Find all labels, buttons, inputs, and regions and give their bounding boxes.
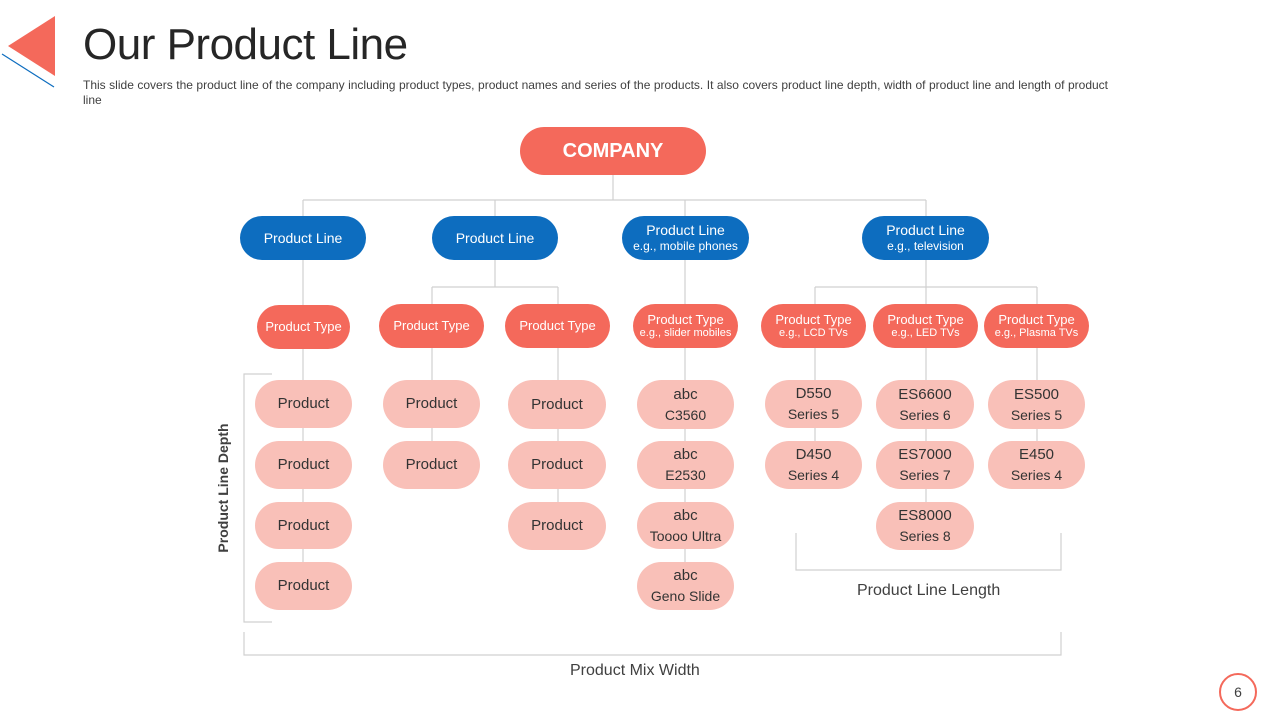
company-node: COMPANY — [520, 127, 706, 175]
product-node: Product — [508, 380, 606, 429]
product-line-example: e.g., television — [887, 239, 964, 254]
product-label: abc — [673, 446, 698, 464]
product-type-example: e.g., Plasma TVs — [994, 327, 1079, 340]
product-line-label: Product Line — [455, 229, 535, 246]
product-model: E2530 — [665, 467, 706, 484]
product-node: abc E2530 — [637, 441, 734, 489]
product-node: abc C3560 — [637, 380, 734, 429]
product-label: ES500 — [1013, 385, 1060, 403]
product-label: Product — [277, 395, 330, 412]
corner-arrow-decoration — [1, 16, 55, 88]
product-node: abc Geno Slide — [637, 562, 734, 610]
product-label: Product — [277, 577, 330, 594]
product-label: E450 — [1018, 446, 1055, 464]
product-node: ES500 Series 5 — [988, 380, 1085, 429]
product-label: abc — [673, 385, 698, 403]
product-type-label: Product Type — [998, 311, 1075, 327]
product-label: ES7000 — [898, 446, 952, 464]
product-series: Series 5 — [1010, 406, 1063, 423]
product-label: Product — [531, 517, 583, 534]
product-type-label: Product Type — [519, 318, 596, 334]
page-number-badge: 6 — [1219, 673, 1257, 711]
product-label: ES6600 — [898, 385, 952, 403]
product-label: Product — [277, 516, 330, 534]
product-line-label: Product Line — [263, 229, 343, 246]
product-type-label: Product Type — [647, 311, 724, 327]
product-line-example: e.g., mobile phones — [633, 239, 738, 254]
product-type-label: Product Type — [775, 311, 852, 327]
product-type-example: e.g., LCD TVs — [779, 327, 848, 340]
product-node: Product — [255, 562, 352, 610]
product-node: D550 Series 5 — [765, 380, 862, 428]
page-number: 6 — [1234, 684, 1242, 700]
product-label: Product — [531, 456, 583, 473]
product-node: Product — [255, 380, 352, 428]
product-line-label: Product Line — [886, 222, 965, 239]
product-label: Product — [531, 395, 583, 413]
product-node: E450 Series 4 — [988, 441, 1085, 489]
product-type-node-2: Product Type — [379, 304, 484, 348]
depth-label: Product Line Depth — [215, 423, 231, 553]
product-line-label: Product Line — [646, 222, 725, 239]
product-type-node-4: Product Type e.g., slider mobiles — [633, 304, 738, 348]
product-type-label: Product Type — [393, 318, 470, 334]
product-label: Product — [405, 456, 458, 473]
width-label: Product Mix Width — [570, 662, 700, 679]
product-type-node-1: Product Type — [257, 305, 350, 349]
product-series: Series 6 — [899, 406, 951, 423]
product-node: ES8000 Series 8 — [876, 502, 974, 550]
product-label: ES8000 — [898, 507, 952, 525]
product-node: abc Toooo Ultra — [637, 502, 734, 549]
product-label: D450 — [795, 446, 832, 464]
product-type-example: e.g., LED TVs — [891, 327, 960, 340]
product-model: Toooo Ultra — [649, 527, 722, 544]
product-label: D550 — [795, 385, 832, 403]
product-type-node-6: Product Type e.g., LED TVs — [873, 304, 978, 348]
product-label: abc — [673, 567, 698, 585]
product-type-node-5: Product Type e.g., LCD TVs — [761, 304, 866, 348]
product-type-label: Product Type — [887, 311, 964, 327]
length-label: Product Line Length — [857, 582, 1001, 599]
product-node: Product — [383, 441, 480, 489]
product-series: Series 8 — [899, 528, 951, 545]
product-node: ES6600 Series 6 — [876, 380, 974, 429]
product-node: Product — [255, 441, 352, 489]
product-node: Product — [508, 441, 606, 489]
product-label: Product — [277, 456, 330, 473]
product-type-example: e.g., slider mobiles — [639, 327, 732, 340]
product-line-node-4: Product Line e.g., television — [862, 216, 989, 260]
slide-description: This slide covers the product line of th… — [83, 78, 1108, 107]
product-node: Product — [255, 502, 352, 549]
product-series: Series 7 — [899, 467, 951, 484]
product-series: Series 4 — [787, 467, 840, 484]
product-type-node-7: Product Type e.g., Plasma TVs — [984, 304, 1089, 348]
product-line-node-2: Product Line — [432, 216, 558, 260]
product-node: Product — [508, 502, 606, 550]
company-label: COMPANY — [562, 140, 664, 162]
product-node: Product — [383, 380, 480, 428]
page-title: Our Product Line — [83, 20, 408, 69]
product-series: Series 5 — [787, 406, 840, 423]
product-node: ES7000 Series 7 — [876, 441, 974, 489]
product-type-node-3: Product Type — [505, 304, 610, 348]
product-model: C3560 — [664, 406, 707, 423]
product-label: abc — [673, 506, 698, 524]
product-line-node-3: Product Line e.g., mobile phones — [622, 216, 749, 260]
product-node: D450 Series 4 — [765, 441, 862, 489]
product-series: Series 4 — [1010, 467, 1063, 484]
product-label: Product — [405, 395, 458, 412]
product-line-node-1: Product Line — [240, 216, 366, 260]
product-model: Geno Slide — [650, 588, 721, 605]
product-type-label: Product Type — [265, 319, 342, 335]
